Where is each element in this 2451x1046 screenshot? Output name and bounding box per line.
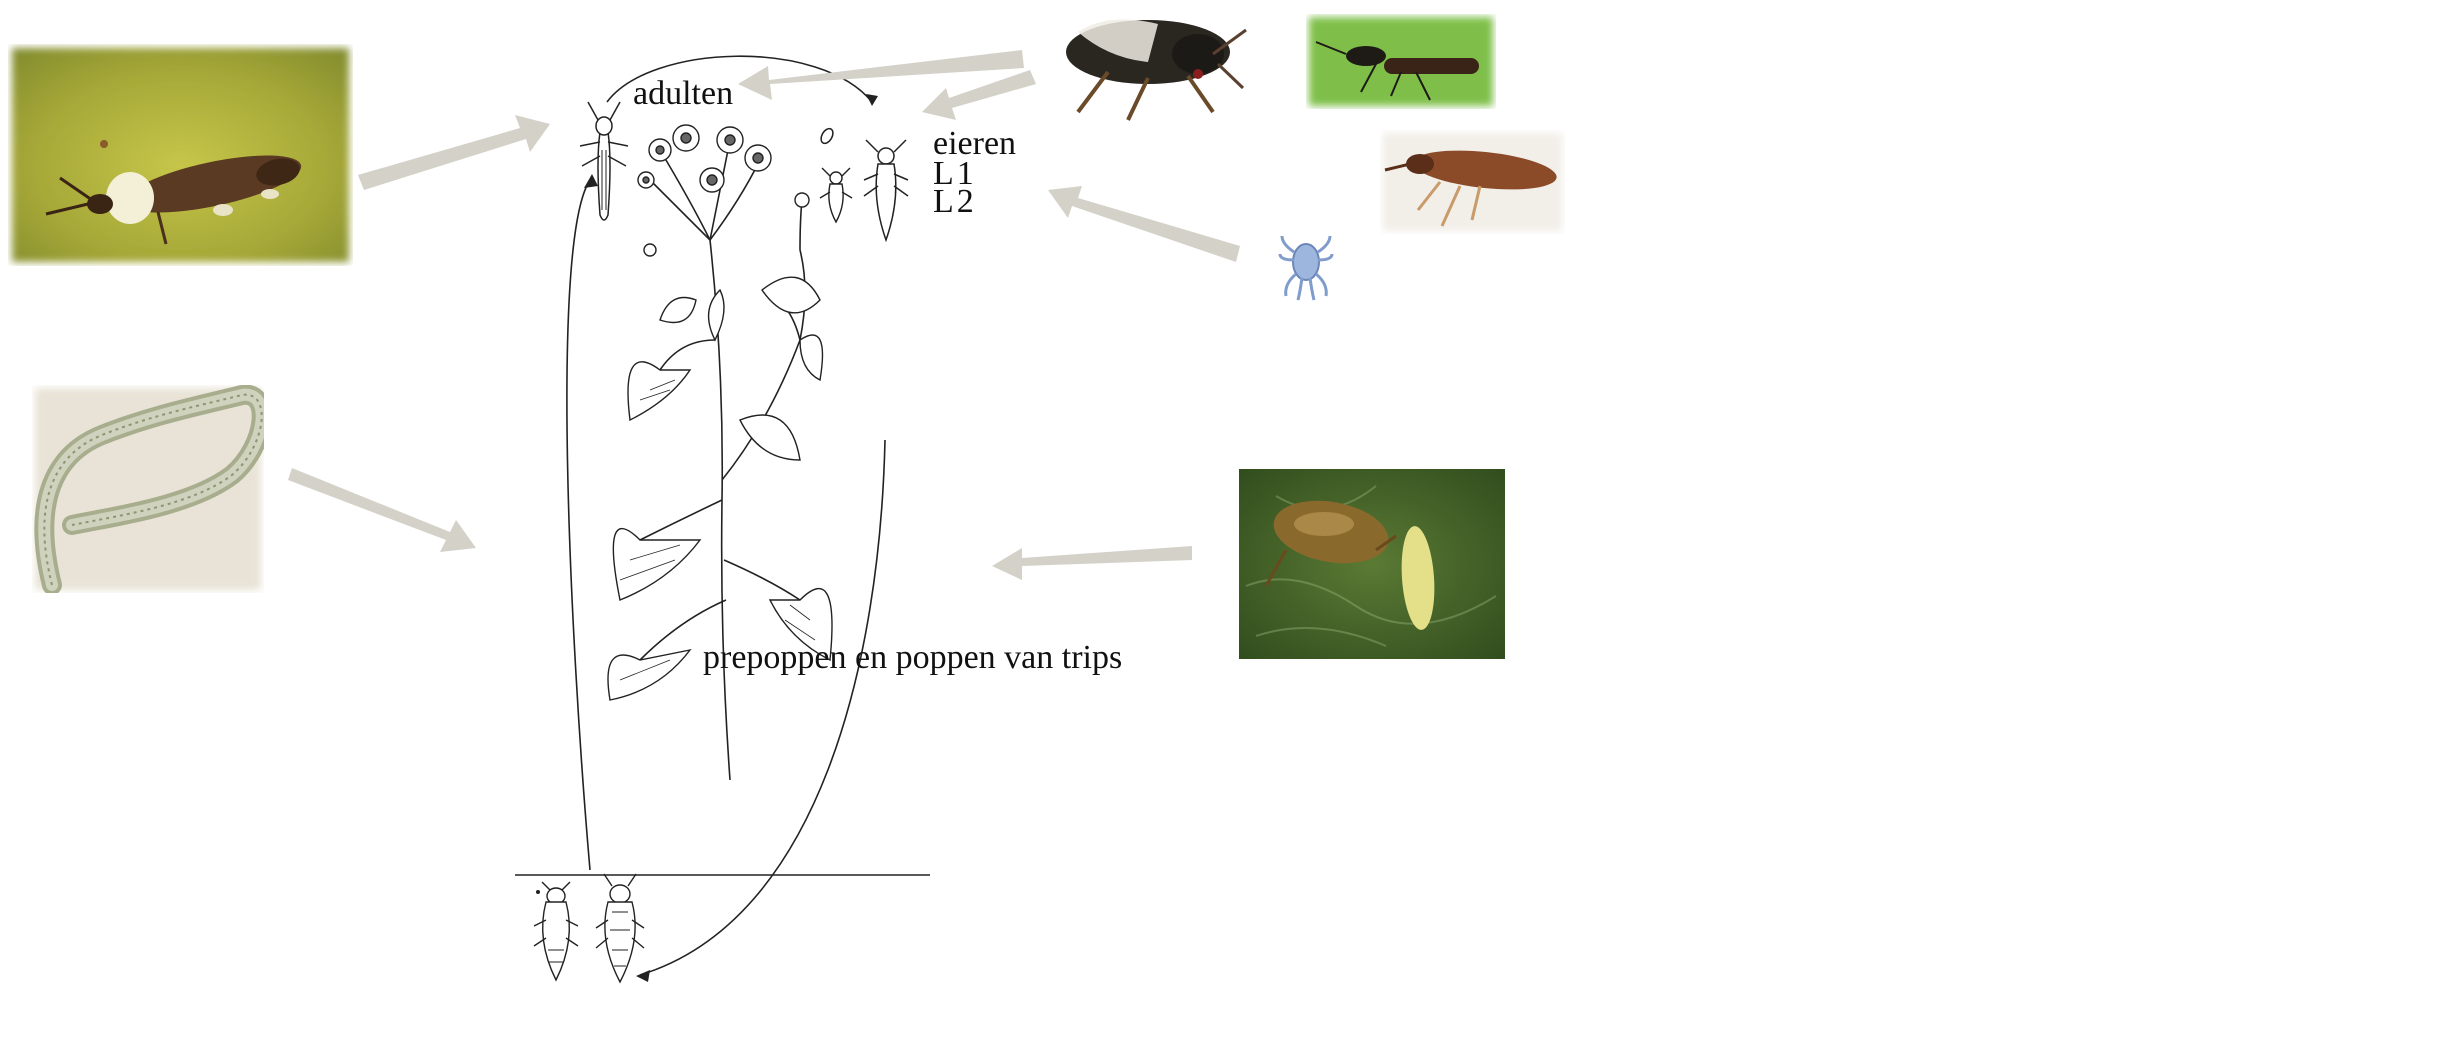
thrips-fungus-photo [8,44,353,266]
rove-beetle-photo [1306,14,1496,109]
flower-heads [638,125,809,256]
label-larva2: L2 [933,180,977,224]
pupa-icon [596,874,644,982]
lacewing-larva-photo [1380,130,1565,234]
egg-icon [819,127,836,146]
arrow-mite-to-larvae [1048,186,1240,262]
label-adults: adulten [633,72,733,116]
label-pupae: prepoppen en poppen van trips [703,636,1122,680]
larva-l2-icon [864,140,908,240]
prepupa-icon [534,882,578,980]
nematode-photo [32,385,264,593]
orius-bug-photo [1048,2,1248,126]
arrow-mite-to-pupae [992,546,1192,580]
predatory-mite-icon [1278,226,1334,302]
arrow-nematode-to-pupae [288,468,476,552]
plant-icon [640,140,805,780]
mite-eating-thrips-photo [1236,466,1508,662]
larva-l1-icon [820,168,852,222]
adult-thrips-icon [580,102,628,220]
